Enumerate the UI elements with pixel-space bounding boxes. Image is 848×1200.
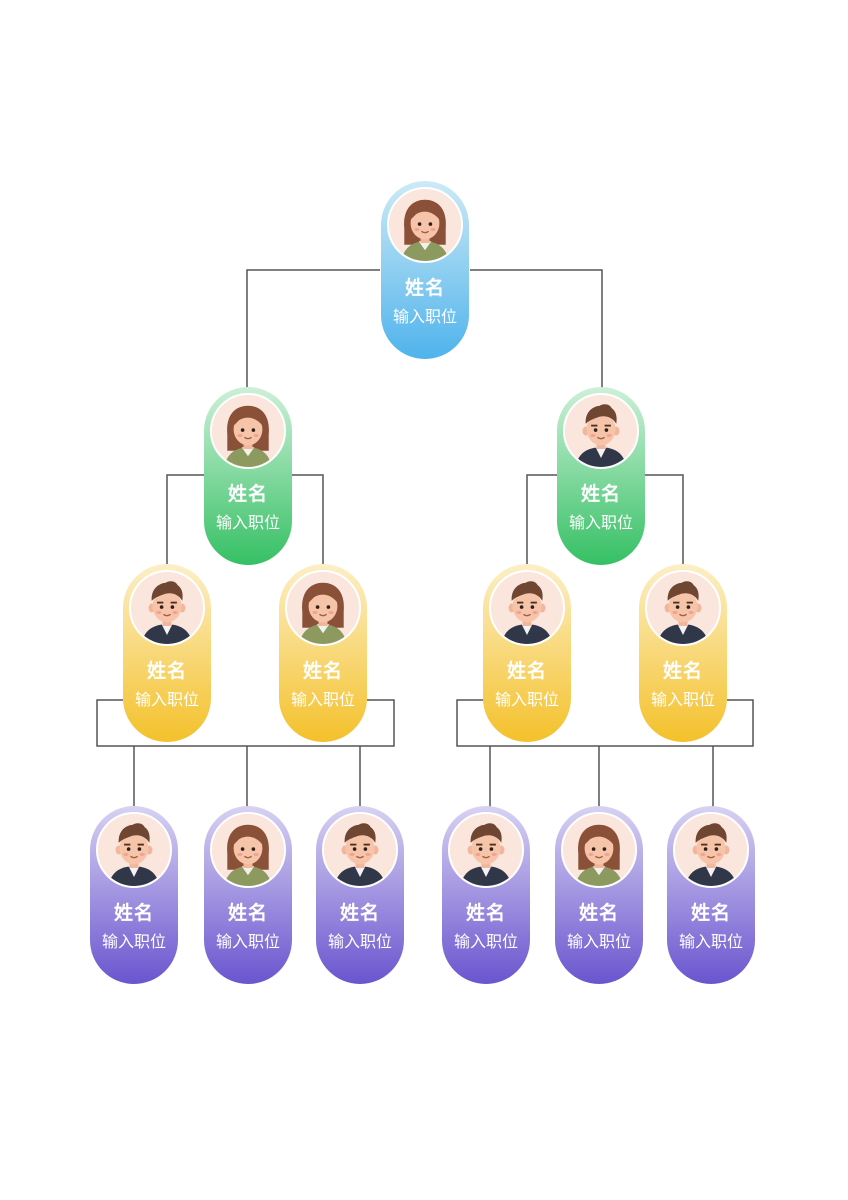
female-avatar-icon bbox=[387, 187, 463, 263]
connector-drops-right bbox=[489, 746, 714, 807]
node-role: 输入职位 bbox=[568, 513, 633, 532]
node-name: 姓名 bbox=[146, 660, 187, 682]
node-role: 输入职位 bbox=[290, 690, 355, 709]
node-name: 姓名 bbox=[465, 902, 506, 924]
org-node-root[interactable]: 姓名 输入职位 bbox=[381, 181, 469, 359]
female-avatar-icon bbox=[210, 393, 286, 469]
node-role: 输入职位 bbox=[101, 932, 166, 951]
male-avatar-icon bbox=[129, 570, 205, 646]
org-node-level3-4[interactable]: 姓名 输入职位 bbox=[639, 564, 727, 742]
node-name: 姓名 bbox=[227, 902, 268, 924]
male-avatar-icon bbox=[673, 812, 749, 888]
node-role: 输入职位 bbox=[215, 932, 280, 951]
org-node-level2-left[interactable]: 姓名 输入职位 bbox=[204, 387, 292, 565]
node-name: 姓名 bbox=[227, 483, 268, 505]
connector-drops-left bbox=[133, 746, 361, 807]
node-role: 输入职位 bbox=[494, 690, 559, 709]
connector-left-group-bracket bbox=[96, 699, 395, 747]
node-name: 姓名 bbox=[506, 660, 547, 682]
male-avatar-icon bbox=[448, 812, 524, 888]
node-role: 输入职位 bbox=[453, 932, 518, 951]
female-avatar-icon bbox=[561, 812, 637, 888]
org-node-level3-2[interactable]: 姓名 输入职位 bbox=[279, 564, 367, 742]
org-node-level4-2[interactable]: 姓名 输入职位 bbox=[204, 806, 292, 984]
org-node-level4-3[interactable]: 姓名 输入职位 bbox=[316, 806, 404, 984]
connector-right-group-bracket bbox=[456, 699, 754, 747]
female-avatar-icon bbox=[285, 570, 361, 646]
connector-l2-left-to-level3 bbox=[166, 474, 324, 565]
connector-l2-right-to-level3 bbox=[526, 474, 684, 565]
node-role: 输入职位 bbox=[566, 932, 631, 951]
male-avatar-icon bbox=[96, 812, 172, 888]
connector-root-to-level2 bbox=[246, 269, 603, 388]
org-node-level4-6[interactable]: 姓名 输入职位 bbox=[667, 806, 755, 984]
node-name: 姓名 bbox=[662, 660, 703, 682]
node-name: 姓名 bbox=[690, 902, 731, 924]
node-name: 姓名 bbox=[113, 902, 154, 924]
node-name: 姓名 bbox=[302, 660, 343, 682]
node-name: 姓名 bbox=[339, 902, 380, 924]
female-avatar-icon bbox=[210, 812, 286, 888]
node-role: 输入职位 bbox=[327, 932, 392, 951]
node-role: 输入职位 bbox=[215, 513, 280, 532]
node-role: 输入职位 bbox=[650, 690, 715, 709]
org-node-level3-3[interactable]: 姓名 输入职位 bbox=[483, 564, 571, 742]
node-role: 输入职位 bbox=[134, 690, 199, 709]
node-role: 输入职位 bbox=[392, 307, 457, 326]
org-node-level4-1[interactable]: 姓名 输入职位 bbox=[90, 806, 178, 984]
org-node-level2-right[interactable]: 姓名 输入职位 bbox=[557, 387, 645, 565]
node-name: 姓名 bbox=[404, 277, 445, 299]
node-name: 姓名 bbox=[580, 483, 621, 505]
org-node-level3-1[interactable]: 姓名 输入职位 bbox=[123, 564, 211, 742]
org-node-level4-5[interactable]: 姓名 输入职位 bbox=[555, 806, 643, 984]
male-avatar-icon bbox=[563, 393, 639, 469]
male-avatar-icon bbox=[645, 570, 721, 646]
node-role: 输入职位 bbox=[678, 932, 743, 951]
male-avatar-icon bbox=[489, 570, 565, 646]
org-node-level4-4[interactable]: 姓名 输入职位 bbox=[442, 806, 530, 984]
node-name: 姓名 bbox=[578, 902, 619, 924]
male-avatar-icon bbox=[322, 812, 398, 888]
